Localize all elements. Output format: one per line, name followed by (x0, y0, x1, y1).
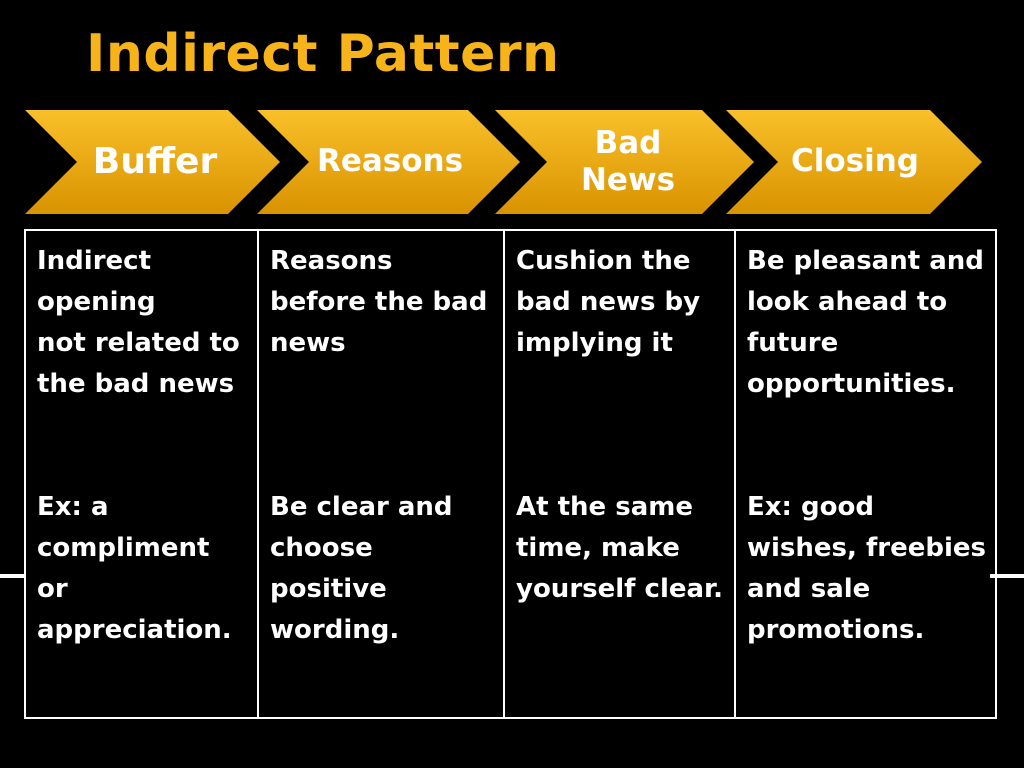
step-closing-label: Closing (760, 110, 950, 214)
step-label-line2: News (580, 162, 676, 198)
cell-detail: Be clear and choose positive wording. (270, 492, 453, 645)
cell-detail: Ex: a compliment or appreciation. (37, 492, 232, 645)
step-bad-news-label: Bad News (528, 110, 728, 214)
cell-description: Be pleasant and look ahead to future opp… (747, 246, 984, 399)
step-label-text: Buffer (92, 141, 218, 183)
left-divider-line (0, 574, 26, 578)
step-buffer-label: Buffer (60, 110, 250, 214)
cell-description: Indirect opening not related to the bad … (37, 246, 240, 399)
cell-detail: At the same time, make yourself clear. (516, 492, 724, 604)
right-divider-line (990, 574, 1024, 578)
table-row: Indirect opening not related to the bad … (24, 229, 997, 719)
table-cell-bad-news: Cushion the bad news by implying it At t… (503, 229, 736, 719)
step-reasons-label: Reasons (290, 110, 490, 214)
table-cell-reasons: Reasons before the bad news Be clear and… (257, 229, 505, 719)
cell-detail: Ex: good wishes, freebies and sale promo… (747, 492, 986, 645)
table-cell-buffer: Indirect opening not related to the bad … (24, 229, 259, 719)
step-label-text: Reasons (316, 143, 464, 180)
page-title: Indirect Pattern (86, 24, 560, 84)
cell-description: Cushion the bad news by implying it (516, 246, 701, 358)
step-label-text: Closing (790, 143, 919, 180)
pattern-table: Indirect opening not related to the bad … (24, 229, 997, 719)
table-cell-closing: Be pleasant and look ahead to future opp… (734, 229, 997, 719)
cell-description: Reasons before the bad news (270, 246, 488, 358)
step-label-line1: Bad (594, 124, 662, 161)
